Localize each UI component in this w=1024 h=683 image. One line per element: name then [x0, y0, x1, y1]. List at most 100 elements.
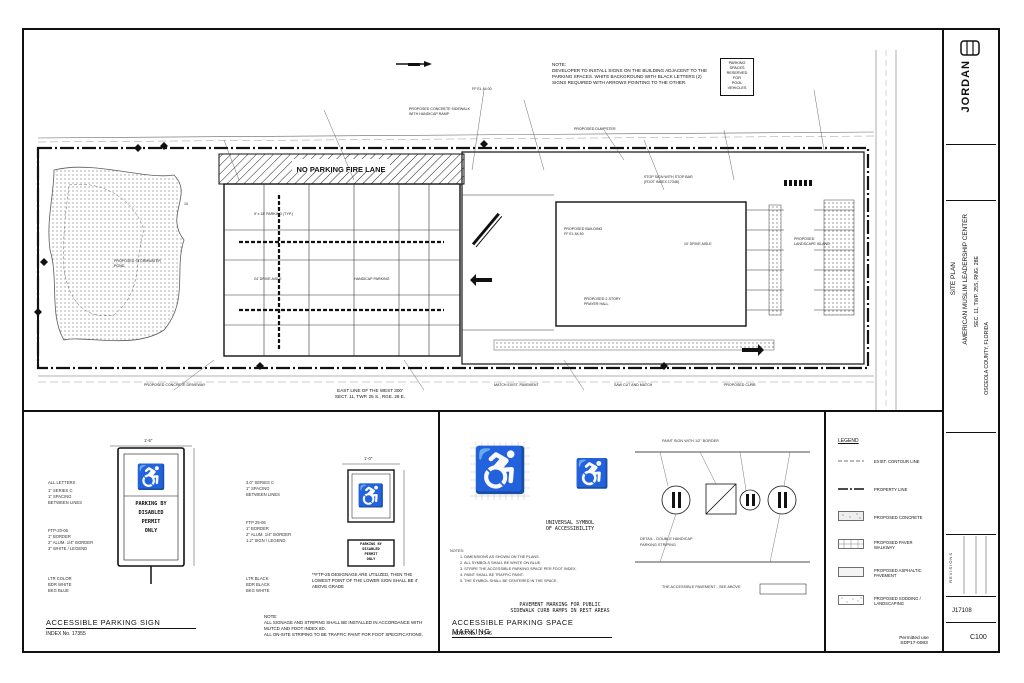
svg-text:FTP 25-06: FTP 25-06 [246, 520, 266, 525]
sheet-name-box: SITE PLAN AMERICAN MUSLIM LEADERSHIP CEN… [946, 202, 996, 433]
svg-text:FF EL 84.00: FF EL 84.00 [472, 87, 492, 91]
svg-text:PROPOSED 2-STORY: PROPOSED 2-STORY [584, 297, 621, 301]
drawing-sheet: PROPOSED CONCRETE SIDEWALK WITH HANDICAP… [22, 28, 1000, 653]
svg-text:PROPOSED CONCRETE SIDEWALK: PROPOSED CONCRETE SIDEWALK [409, 107, 471, 111]
sheet-number: C100 [970, 634, 987, 641]
revisions-grid [963, 536, 987, 594]
svg-text:FTP-20-06: FTP-20-06 [48, 528, 69, 533]
svg-text:LANDSCAPE ISLAND: LANDSCAPE ISLAND [794, 242, 830, 246]
parking-sign-panel: ALL LETTERS 1" SERIES C 1" SPACING BETWE… [24, 412, 440, 653]
legend-label: EXIST. CONTOUR LINE [874, 458, 920, 464]
svg-text:2" ALUM. 1/4" BORDER: 2" ALUM. 1/4" BORDER [246, 532, 291, 537]
svg-text:PROPOSED CURB: PROPOSED CURB [724, 383, 756, 387]
legend-label: PROPOSED SODDING / LANDSCAPING [874, 596, 921, 606]
firm-name: JORDAN [960, 60, 972, 113]
svg-text:BDR WHITE: BDR WHITE [48, 582, 72, 587]
svg-text:PARKING STRIPING: PARKING STRIPING [640, 543, 676, 547]
svg-text:MATCH EXIST. PAVEMENT: MATCH EXIST. PAVEMENT [494, 383, 540, 387]
legend: LEGEND EXIST. CONTOUR LINE PROPERTY LINE P… [838, 438, 942, 608]
svg-text:SAW CUT AND MATCH: SAW CUT AND MATCH [614, 383, 653, 387]
revisions-box: REVISIONS [946, 536, 996, 597]
marking-panel-index: INDEX No. 17346 [452, 631, 492, 637]
firm-logo: JORDAN [946, 34, 996, 145]
svg-text:STOP SIGN WITH STOP BAR: STOP SIGN WITH STOP BAR [644, 175, 693, 179]
svg-text:1.2" SIGN / LEGEND: 1.2" SIGN / LEGEND [246, 538, 285, 543]
legend-swatch [838, 452, 868, 470]
plan-note-sign: PARKING SPACES RESERVED FOR POOL VEHICLE… [720, 58, 754, 96]
firm-logo-icon [960, 40, 980, 56]
legend-item: PROPOSED CONCRETE [838, 508, 942, 526]
legend-item: PROPERTY LINE [838, 480, 942, 498]
project-name: AMERICAN MUSLIM LEADERSHIP CENTER [962, 214, 969, 345]
svg-text:24' DRIVE AISLE: 24' DRIVE AISLE [254, 277, 282, 281]
site-plan-drawing: PROPOSED CONCRETE SIDEWALK WITH HANDICAP… [34, 50, 897, 410]
svg-text:THE ACCESSIBLE PAVEMENT - SEE: THE ACCESSIBLE PAVEMENT - SEE ABOVE [662, 585, 741, 589]
job-number-box: J17108 [946, 598, 996, 623]
title-block-spacer [946, 144, 996, 201]
svg-text:2. ALL SYMBOLS SHALL BE WHITE: 2. ALL SYMBOLS SHALL BE WHITE ON BLUE. [460, 561, 541, 565]
legend-title: LEGEND [838, 438, 859, 444]
svg-text:LTR BLACK: LTR BLACK [246, 576, 269, 581]
pavement-marking-label: PAVEMENT MARKING FOR PUBLIC SIDEWALK CUR… [510, 602, 610, 614]
svg-text:2" ALUM. 1/4" BORDER: 2" ALUM. 1/4" BORDER [48, 540, 93, 545]
svg-text:1'-0": 1'-0" [364, 456, 373, 461]
legend-item: EXIST. CONTOUR LINE [838, 452, 942, 470]
legend-swatch [838, 508, 868, 526]
fire-lane-label: NO PARKING FIRE LANE [296, 165, 386, 174]
svg-text:PROPOSED STORMWATER: PROPOSED STORMWATER [114, 259, 161, 263]
permitted-use-value: SDP17-0083 [900, 641, 928, 646]
svg-text:1" SPACING: 1" SPACING [246, 486, 270, 491]
legend-swatch [838, 480, 868, 498]
sign-note-2: NOTE: ALL SIGNAGE AND STRIPING SHALL BE … [264, 614, 423, 637]
svg-text:BETWEEN LINES: BETWEEN LINES [246, 492, 280, 497]
revisions-label: REVISIONS [948, 552, 953, 583]
universal-symbol-label: UNIVERSAL SYMBOL OF ACCESSIBILITY [545, 520, 595, 532]
svg-text:3" WHITE / LEGEND: 3" WHITE / LEGEND [48, 546, 87, 551]
legend-label: PROPOSED CONCRETE [874, 514, 923, 520]
svg-text:PROPOSED DUMPSTER: PROPOSED DUMPSTER [574, 127, 616, 131]
wheelchair-icon: ♿ [136, 464, 166, 491]
wheelchair-medium-icon: ♿ [574, 458, 610, 489]
legend-label: PROPOSED PAVER WALKWAY [874, 540, 913, 550]
legend-swatch [838, 564, 868, 582]
svg-text:10' DRIVE AISLE: 10' DRIVE AISLE [684, 242, 712, 246]
sign-small-text: PARKING BY DISABLED PERMIT ONLY [360, 542, 382, 561]
svg-text:BKG BLUE: BKG BLUE [48, 588, 69, 593]
job-number: J17108 [952, 608, 972, 614]
svg-text:PROPOSED BUILDING: PROPOSED BUILDING [564, 227, 603, 231]
wheelchair-large-icon: ♿ [472, 446, 528, 495]
space-marking-drawing: NOTES: 1. DIMENSIONS AS SHOWN ON THE PLA… [450, 439, 810, 595]
svg-text:ALL LETTERS: ALL LETTERS [48, 480, 76, 485]
details-divider [24, 410, 942, 412]
svg-text:3. STRIPE THE ACCESSIBLE PARKI: 3. STRIPE THE ACCESSIBLE PARKING SPACE P… [460, 567, 577, 571]
section-label: SEC. 11, TWP. 25S, RNG. 28E [974, 256, 980, 328]
title-block: JORDAN SITE PLAN AMERICAN MUSLIM LEADERS… [942, 30, 998, 651]
legend-item: PROPOSED PAVER WALKWAY [838, 536, 942, 554]
permitted-use-label: Permitted use [899, 636, 929, 641]
permitted-use: Permitted use SDP17-0083 [884, 636, 944, 646]
svg-text:1'-6": 1'-6" [144, 438, 153, 443]
east-line-label: EAST LINE OF THE WEST 300' SECT. 11, TWP… [334, 388, 406, 399]
svg-text:1" SERIES C: 1" SERIES C [48, 488, 73, 493]
approval-box [946, 434, 996, 535]
sheet-number-box: C100 [946, 624, 996, 648]
sign-note-1: **FTP-25 DESIGNAGE ARE UTILIZED, THEN TH… [312, 572, 419, 589]
legend-item: PROPOSED ASPHALTIC PAVEMENT [838, 564, 942, 582]
site-plan: PROPOSED CONCRETE SIDEWALK WITH HANDICAP… [24, 30, 942, 410]
svg-text:BETWEEN LINES: BETWEEN LINES [48, 500, 82, 505]
north-arrow-icon [396, 61, 432, 67]
firm-details [978, 56, 983, 126]
svg-text:BDR BLACK: BDR BLACK [246, 582, 270, 587]
svg-text:LTR COLOR: LTR COLOR [48, 576, 72, 581]
legend-swatch [838, 536, 868, 554]
svg-text:WITH HANDICAP RAMP: WITH HANDICAP RAMP [409, 112, 450, 116]
sheet-name: SITE PLAN [950, 262, 957, 296]
svg-text:FF EL 84.50: FF EL 84.50 [564, 232, 584, 236]
svg-text:1" BORDER: 1" BORDER [48, 534, 71, 539]
svg-text:POND: POND [114, 264, 125, 268]
svg-text:3.0" SERIES C: 3.0" SERIES C [246, 480, 274, 485]
sign-panel-index: INDEX No. 17355 [46, 631, 86, 637]
legend-label: PROPERTY LINE [874, 486, 908, 492]
svg-text:NOTES:: NOTES: [450, 549, 464, 553]
legend-items: EXIST. CONTOUR LINE PROPERTY LINE PROPOSED… [838, 452, 942, 610]
